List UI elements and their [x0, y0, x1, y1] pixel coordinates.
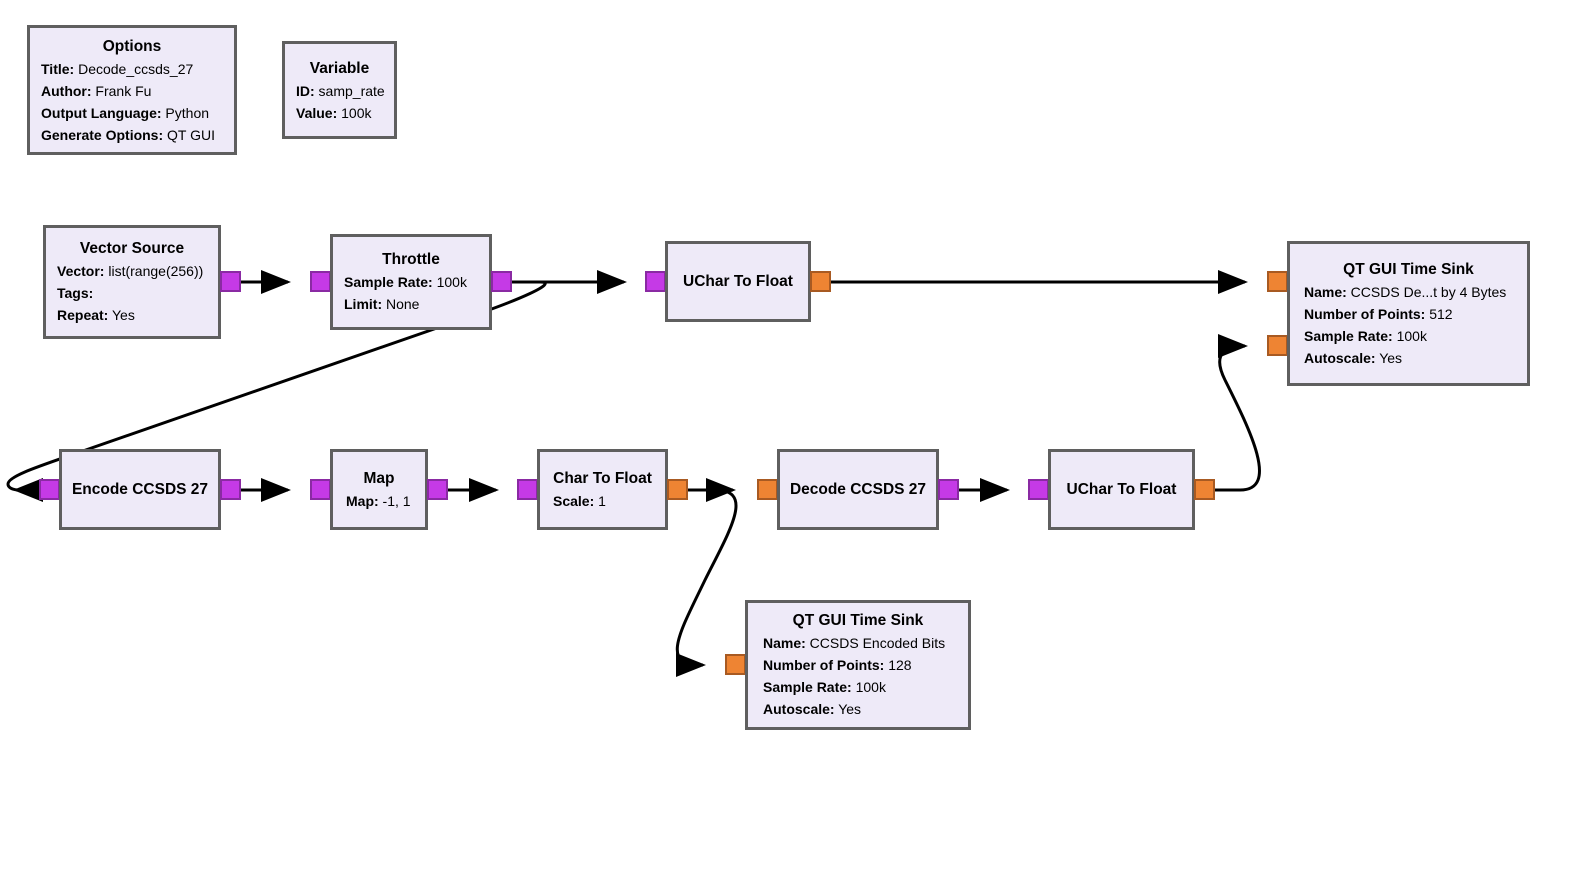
throttle-in-port[interactable]: [310, 271, 331, 292]
block-title: UChar To Float: [683, 272, 793, 290]
encode-ccsds-out-port[interactable]: [220, 479, 241, 500]
wire-uchar-to-float-to-time-sink-in1[interactable]: [1215, 334, 1261, 492]
param-id: ID: samp_rate: [296, 83, 385, 99]
param-sample-rate: Sample Rate: 100k: [344, 274, 467, 290]
wire-char-to-float-to-time-sink-encoded[interactable]: [675, 488, 738, 677]
param-name: Name: CCSDS Encoded Bits: [763, 635, 946, 651]
block-title: UChar To Float: [1066, 480, 1177, 498]
decode-ccsds-in-port[interactable]: [757, 479, 778, 500]
block-title: Char To Float: [553, 470, 652, 487]
block-title: Options: [102, 38, 162, 55]
map-in-port[interactable]: [310, 479, 331, 500]
wire-throttle-to-encode-ccsds[interactable]: [6, 280, 547, 502]
map-block[interactable]: Map Map: -1, 1: [330, 449, 428, 530]
block-title: Vector Source: [79, 240, 185, 257]
param-map: Map: -1, 1: [346, 493, 411, 509]
block-title: Encode CCSDS 27: [71, 480, 209, 498]
uchar-to-float-2-out-port[interactable]: [1194, 479, 1215, 500]
variable-block[interactable]: Variable ID: samp_rate Value: 100k: [282, 41, 397, 139]
block-title: QT GUI Time Sink: [1343, 261, 1474, 278]
block-title: QT GUI Time Sink: [792, 612, 924, 629]
throttle-out-port[interactable]: [491, 271, 512, 292]
block-title: Throttle: [382, 251, 440, 268]
param-tags: Tags:: [57, 285, 94, 301]
uchar-to-float-2-block[interactable]: UChar To Float: [1048, 449, 1195, 530]
vector-source-out-port[interactable]: [220, 271, 241, 292]
param-limit: Limit: None: [344, 296, 420, 312]
char-to-float-out-port[interactable]: [667, 479, 688, 500]
param-number-of-points: Number of Points: 512: [1304, 306, 1453, 322]
time-sink-decoded-in1-port[interactable]: [1267, 335, 1288, 356]
param-scale: Scale: 1: [553, 493, 606, 509]
time-sink-encoded-in-port[interactable]: [725, 654, 746, 675]
block-title: Variable: [309, 60, 370, 77]
options-block[interactable]: Options Title: Decode_ccsds_27 Author: F…: [27, 25, 237, 155]
encode-ccsds-in-port[interactable]: [39, 479, 60, 500]
block-title: Map: [363, 470, 395, 487]
param-number-of-points: Number of Points: 128: [763, 657, 912, 673]
param-vector: Vector: list(range(256)): [57, 263, 204, 279]
time-sink-decoded-block[interactable]: QT GUI Time Sink Name: CCSDS De...t by 4…: [1287, 241, 1530, 386]
param-autoscale: Autoscale: Yes: [1304, 350, 1403, 366]
param-autoscale: Autoscale: Yes: [763, 701, 862, 717]
param-value: Value: 100k: [296, 105, 372, 121]
param-generate-options: Generate Options: QT GUI: [41, 127, 215, 143]
char-to-float-in-port[interactable]: [517, 479, 538, 500]
encode-ccsds-block[interactable]: Encode CCSDS 27: [59, 449, 221, 530]
uchar-to-float-1-block[interactable]: UChar To Float: [665, 241, 811, 322]
param-title: Title: Decode_ccsds_27: [41, 61, 194, 77]
param-name: Name: CCSDS De...t by 4 Bytes: [1304, 284, 1507, 300]
time-sink-encoded-block[interactable]: QT GUI Time Sink Name: CCSDS Encoded Bit…: [745, 600, 971, 730]
vector-source-block[interactable]: Vector Source Vector: list(range(256)) T…: [43, 225, 221, 339]
param-author: Author: Frank Fu: [41, 83, 152, 99]
uchar-to-float-1-in-port[interactable]: [645, 271, 666, 292]
throttle-block[interactable]: Throttle Sample Rate: 100k Limit: None: [330, 234, 492, 330]
time-sink-decoded-in0-port[interactable]: [1267, 271, 1288, 292]
param-output-language: Output Language: Python: [41, 105, 210, 121]
decode-ccsds-out-port[interactable]: [938, 479, 959, 500]
uchar-to-float-2-in-port[interactable]: [1028, 479, 1049, 500]
uchar-to-float-1-out-port[interactable]: [810, 271, 831, 292]
decode-ccsds-block[interactable]: Decode CCSDS 27: [777, 449, 939, 530]
param-sample-rate: Sample Rate: 100k: [763, 679, 886, 695]
map-out-port[interactable]: [427, 479, 448, 500]
param-sample-rate: Sample Rate: 100k: [1304, 328, 1427, 344]
block-title: Decode CCSDS 27: [789, 480, 927, 498]
param-repeat: Repeat: Yes: [57, 307, 135, 323]
char-to-float-block[interactable]: Char To Float Scale: 1: [537, 449, 668, 530]
